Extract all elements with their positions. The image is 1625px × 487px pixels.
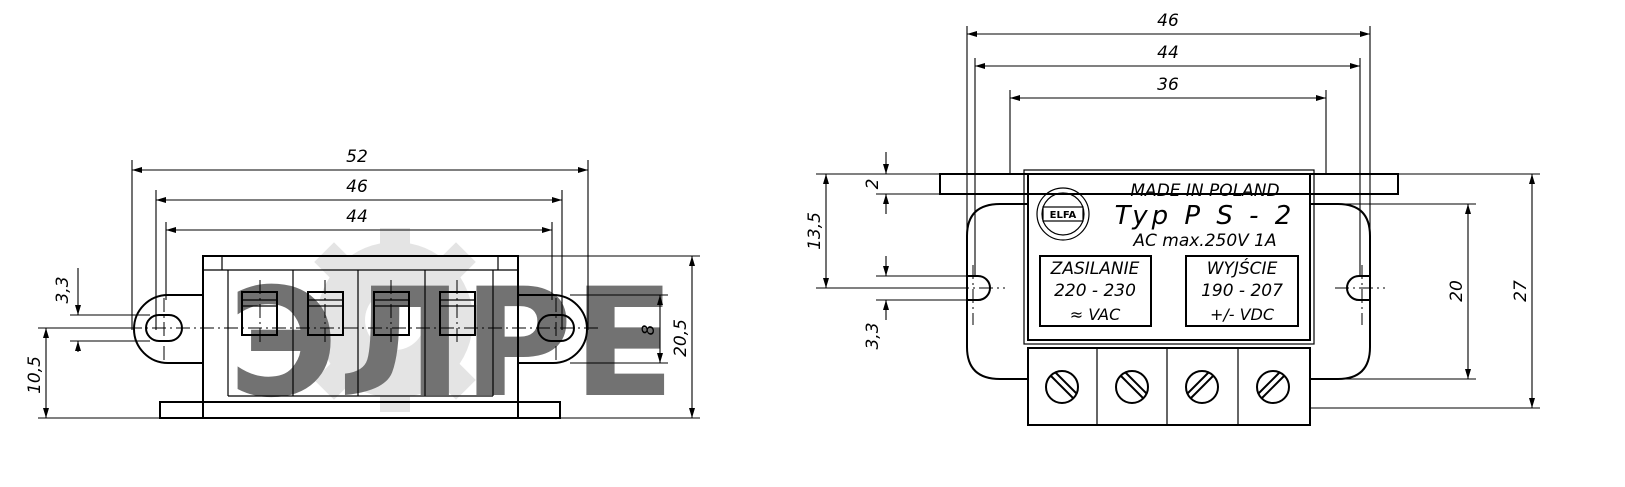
dim-44-label: 44 [1157, 43, 1179, 63]
left-right-dimensions: 8 20,5 [518, 255, 700, 419]
right-horizontal-dimensions: 46 44 36 [966, 11, 1371, 276]
dim-46-label: 46 [1157, 11, 1179, 31]
type-label: Typ P S - 2 [1115, 201, 1296, 231]
dim-52-label: 52 [346, 147, 368, 167]
right-view: ELFA MADE IN POLAND Typ P S - 2 AC max.2… [805, 11, 1540, 426]
left-horizontal-dimensions: 52 46 44 [131, 147, 589, 330]
dim-2-label: 2 [863, 179, 883, 190]
dim-3-3-label: 3,3 [863, 322, 883, 349]
logo-text: ELFA [1050, 210, 1077, 221]
output-unit: +/- VDC [1210, 305, 1275, 324]
made-in-label: MADE IN POLAND [1130, 181, 1279, 201]
input-title: ZASILANIE [1050, 259, 1140, 279]
dim-8-label: 8 [639, 324, 659, 335]
dim-27-label: 27 [1511, 280, 1531, 302]
left-view: 52 46 44 3,3 10,5 8 [25, 147, 700, 419]
input-unit: ≈ VAC [1070, 305, 1121, 324]
rating-label: AC max.250V 1A [1132, 231, 1276, 251]
dim-44-label: 44 [346, 207, 368, 227]
watermark-text: ЭЛРЕ [228, 257, 675, 431]
output-range: 190 - 207 [1201, 281, 1283, 301]
dim-3-3-label: 3,3 [53, 276, 73, 303]
output-title: WYJŚCIE [1207, 257, 1278, 279]
dim-13-5-label: 13,5 [805, 212, 825, 250]
dim-20-label: 20 [1447, 280, 1467, 302]
dim-46-label: 46 [346, 177, 368, 197]
dim-20-5-label: 20,5 [671, 319, 691, 357]
right-right-dimensions: 20 27 [1310, 173, 1540, 409]
right-left-dimensions: 2 13,5 3,3 [805, 152, 967, 350]
dim-10-5-label: 10,5 [25, 356, 45, 394]
left-vertical-dimensions: 3,3 10,5 [25, 268, 160, 419]
watermark: ЭЛРЕ [228, 228, 675, 431]
terminal-screws [1045, 370, 1290, 404]
dim-36-label: 36 [1157, 75, 1179, 95]
input-range: 220 - 230 [1054, 281, 1136, 301]
elfa-logo: ELFA [1036, 187, 1090, 241]
